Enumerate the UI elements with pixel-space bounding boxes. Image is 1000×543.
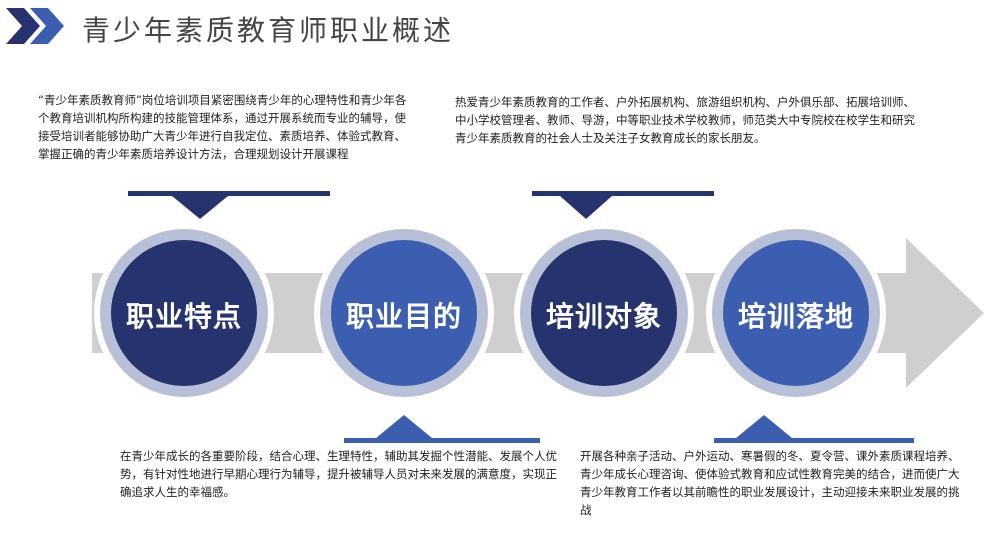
stage-label-1: 职业特点	[125, 300, 242, 333]
header: 青少年素质教育师职业概述	[0, 0, 1000, 60]
stage-description-2: 在青少年成长的各重要阶段，结合心理、生理特性，辅助其发掘个性潜能、发展个人优势，…	[120, 449, 557, 499]
stage-description-4: 开展各种亲子活动、户外运动、寒暑假的冬、夏令营、课外素质课程培养、青少年成长心理…	[580, 449, 960, 517]
connector-top-1	[128, 191, 330, 219]
stage-description-1: “青少年素质教育师”岗位培训项目紧密围绕青少年的心理特性和青少年各个教育培训机构…	[38, 93, 407, 161]
stage-label-4: 培训落地	[737, 300, 854, 333]
connector-bottom-2	[344, 415, 540, 443]
stage-circle-4	[706, 223, 886, 403]
connector-bottom-4	[714, 415, 914, 443]
connector-top-3	[532, 191, 714, 219]
double-chevron-icon	[6, 8, 64, 44]
page-title: 青少年素质教育师职业概述	[82, 14, 455, 47]
stage-circle-2	[314, 223, 494, 403]
stage-circle-1	[94, 223, 274, 403]
stage-label-3: 培训对象	[545, 300, 662, 333]
stage-circle-3	[514, 223, 694, 403]
stage-label-2: 职业目的	[345, 300, 462, 333]
stage-description-3: 热爱青少年素质教育的工作者、户外拓展机构、旅游组织机构、户外俱乐部、拓展培训师、…	[455, 95, 915, 145]
